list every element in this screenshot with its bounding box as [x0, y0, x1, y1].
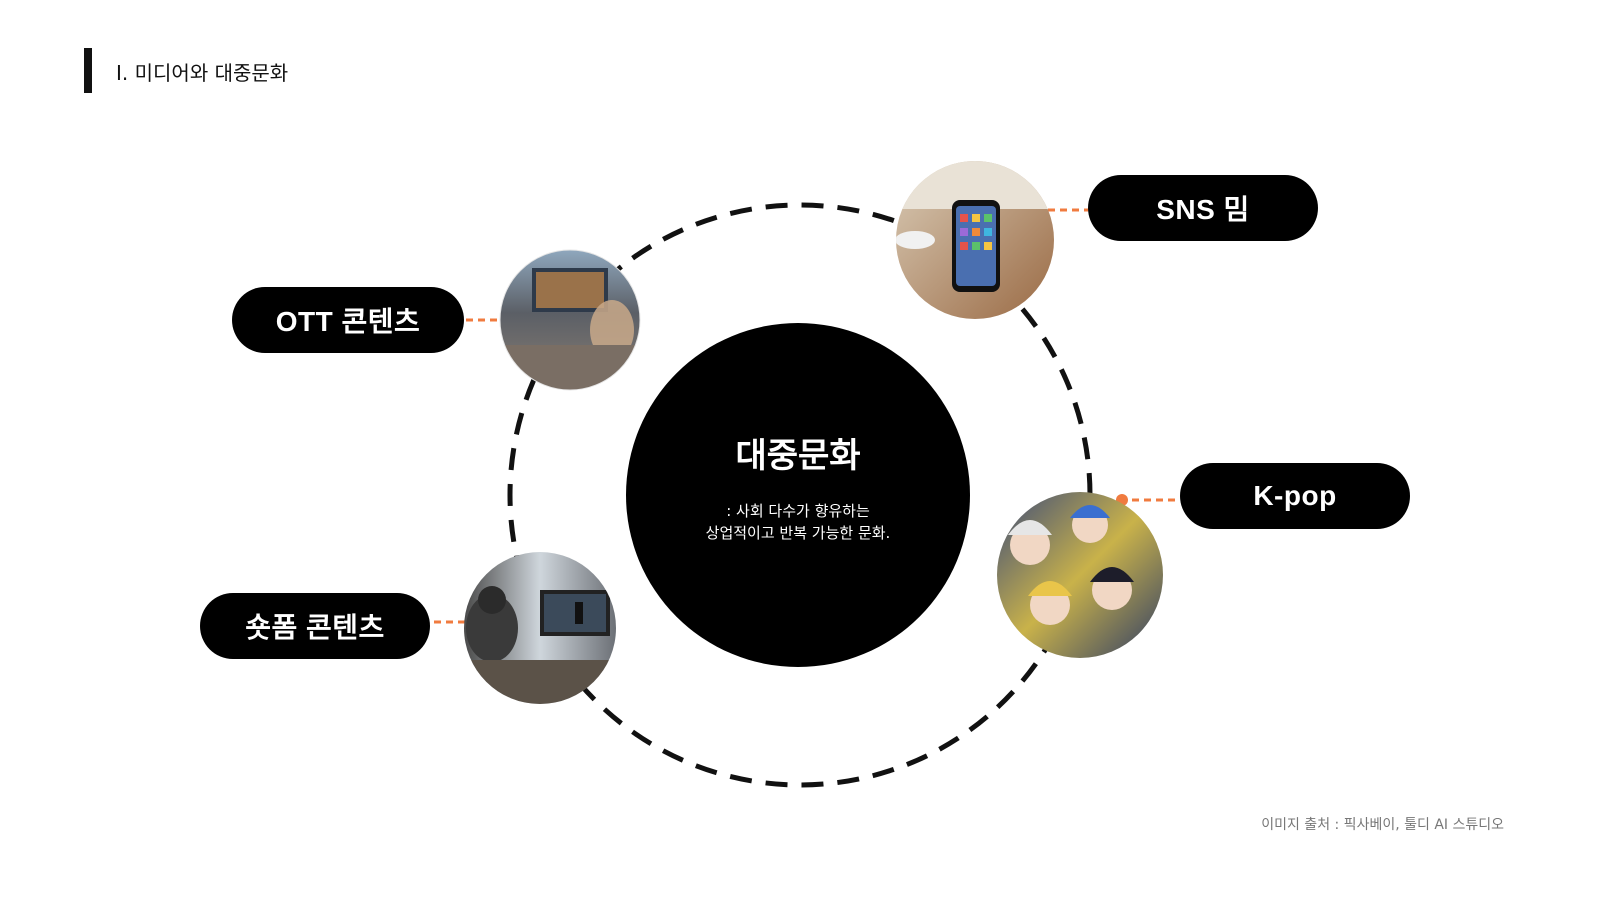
node-sns-label: SNS 밈	[1088, 175, 1318, 241]
center-circle	[626, 323, 970, 667]
section-title: I. 미디어와 대중문화	[116, 61, 289, 85]
sns-image	[896, 161, 1054, 319]
kpop-image	[997, 492, 1163, 658]
ott-image	[500, 250, 640, 390]
shortform-image	[464, 552, 616, 704]
ott-image-frame	[499, 249, 641, 391]
image-credit: 이미지 출처 : 픽사베이, 툴디 AI 스튜디오	[1261, 817, 1504, 833]
node-ott-label: OTT 콘텐츠	[232, 287, 464, 353]
center-desc-line1: : 사회 다수가 향유하는	[726, 502, 870, 520]
node-shortform-label: 숏폼 콘텐츠	[200, 593, 430, 659]
center-desc-line2: 상업적이고 반복 가능한 문화.	[705, 524, 891, 542]
center-title: 대중문화	[735, 436, 861, 476]
node-kpop-label: K-pop	[1180, 463, 1410, 529]
section-marker-bar	[84, 48, 92, 93]
center-description: : 사회 다수가 향유하는 상업적이고 반복 가능한 문화.	[628, 500, 968, 544]
